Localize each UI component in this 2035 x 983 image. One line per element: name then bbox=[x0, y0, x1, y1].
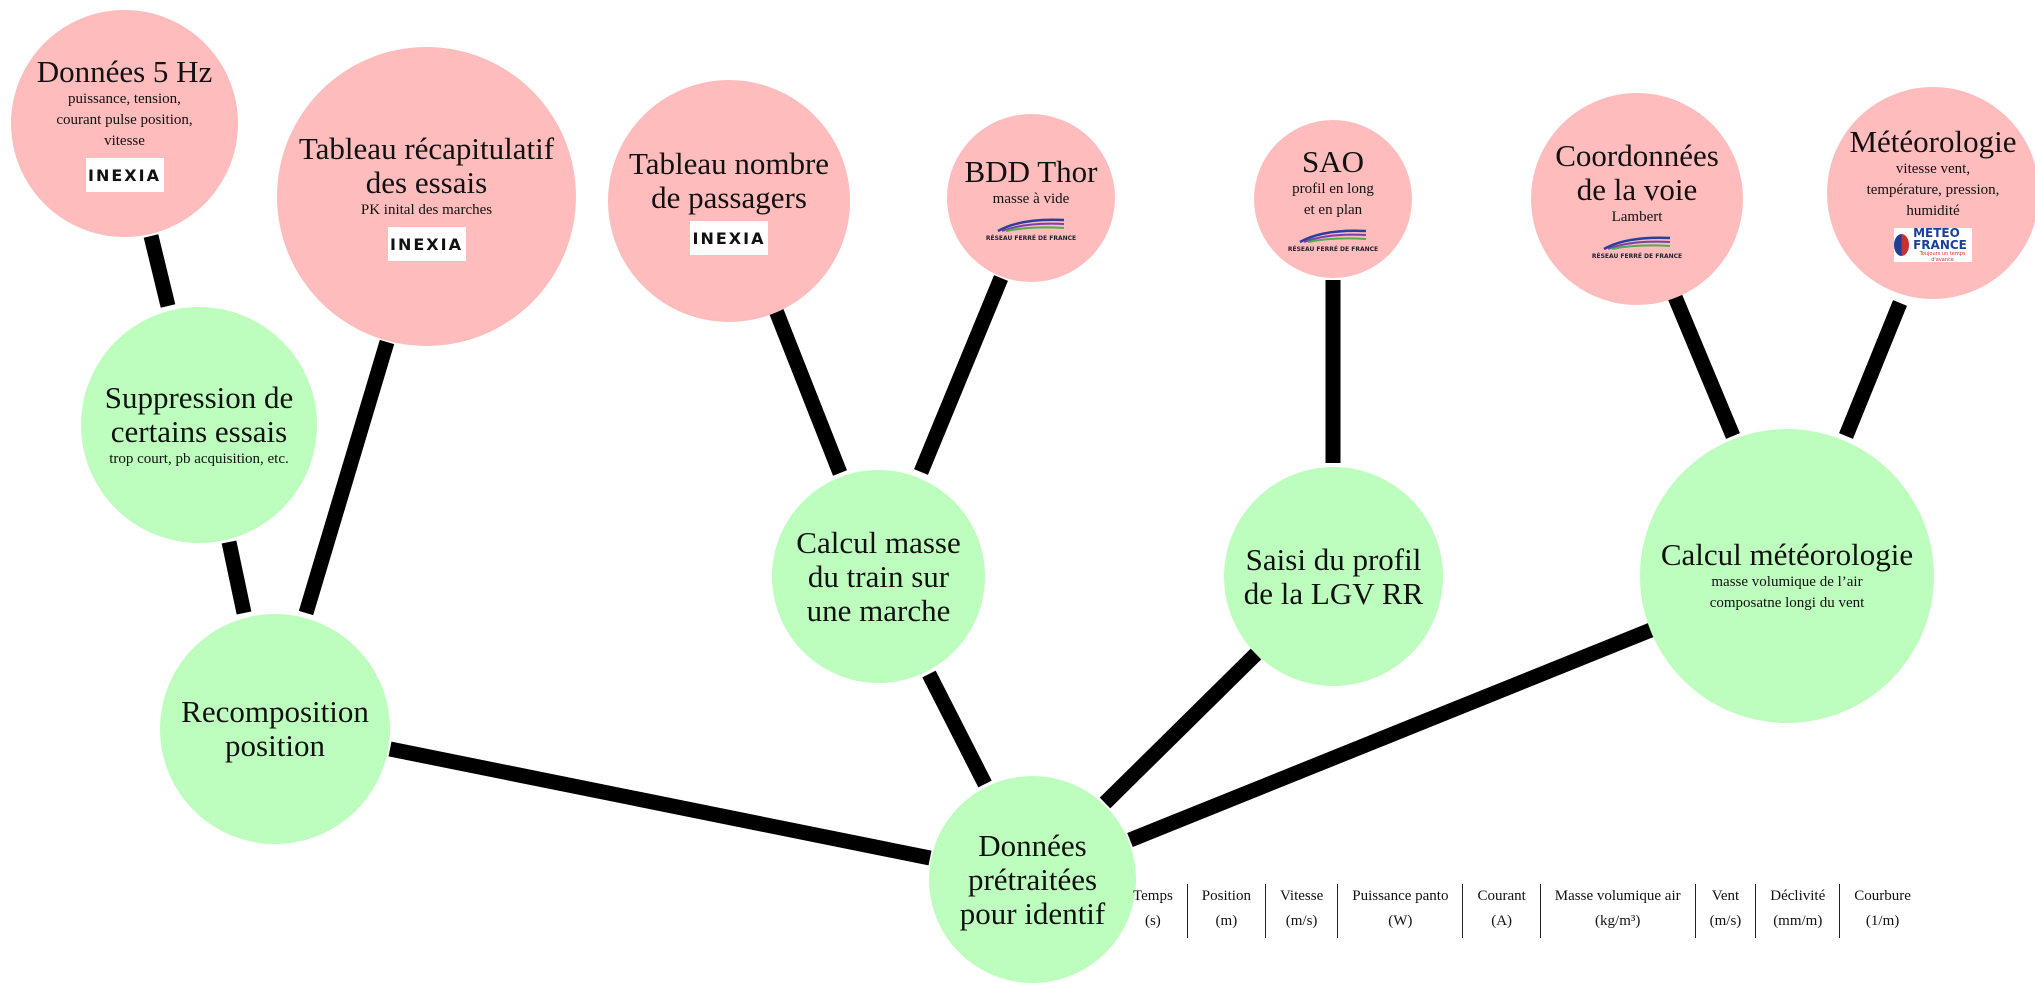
variable-unit: (W) bbox=[1388, 913, 1413, 929]
inexia-logo: INEXIA bbox=[690, 221, 768, 255]
variable-column-vitesse: Vitesse (m/s) bbox=[1264, 884, 1337, 938]
edge-calculmeteo-donnees bbox=[1127, 623, 1654, 847]
edge-passagers-calculmasse bbox=[768, 305, 847, 476]
node-title: Données prétraitées pour identif bbox=[959, 827, 1106, 931]
inexia-logo: INEXIA bbox=[85, 158, 164, 192]
variable-unit: (mm/m) bbox=[1773, 913, 1823, 929]
node-title: Recomposition position bbox=[181, 694, 369, 763]
rff-logo: RÉSEAU FERRÉ DE FRANCE bbox=[1592, 234, 1682, 260]
variable-name: Courant bbox=[1477, 888, 1526, 904]
node-title: Suppression de certains essais bbox=[104, 379, 294, 449]
meteo-france-disc-icon bbox=[1894, 233, 1910, 256]
node-title: Tableau nombre de passagers bbox=[628, 146, 830, 215]
variable-unit: (1/m) bbox=[1865, 913, 1900, 929]
node-title: Tableau récapitulatif des essais bbox=[298, 131, 555, 200]
variable-column-vent: Vent (m/s) bbox=[1694, 884, 1756, 938]
node-title: BDD Thor bbox=[964, 153, 1098, 189]
variable-column-position: Position (m) bbox=[1186, 884, 1265, 938]
node-suppression-essais: Suppression de certains essais trop cour… bbox=[81, 307, 317, 543]
node-title: Météorologie bbox=[1849, 123, 2017, 159]
node-donnees-pretraitees: Données prétraitées pour identif bbox=[929, 776, 1136, 983]
node-title: Calcul météorologie bbox=[1660, 537, 1914, 572]
inexia-logo: INEXIA bbox=[387, 227, 466, 261]
edge-coordonnees-calculmeteo bbox=[1668, 294, 1740, 439]
variable-unit: (m) bbox=[1215, 913, 1238, 929]
node-recomposition-position: Recomposition position bbox=[160, 614, 390, 844]
node-subtitle: Lambert bbox=[1611, 208, 1663, 225]
variable-unit: (m/s) bbox=[1285, 913, 1318, 929]
node-calcul-masse: Calcul masse du train sur une marche bbox=[772, 470, 985, 683]
edge-bddthor-calculmasse bbox=[914, 275, 1008, 475]
node-subtitle: vitesse vent, température, pression, hum… bbox=[1866, 160, 2000, 219]
variable-name: Puissance panto bbox=[1352, 888, 1449, 904]
node-subtitle: masse volumique de l’air composatne long… bbox=[1709, 574, 1865, 611]
variable-name: Courbure bbox=[1854, 888, 1911, 904]
variable-column-masse-volumique: Masse volumique air (kg/m³) bbox=[1539, 884, 1695, 938]
node-saisi-profil: Saisi du profil de la LGV RR bbox=[1224, 467, 1443, 686]
meteo-logo-line2: FRANCE bbox=[1913, 237, 1967, 252]
node-title: Coordonnées de la voie bbox=[1555, 137, 1719, 207]
node-title: SAO bbox=[1301, 144, 1364, 179]
node-subtitle: puissance, tension, courant pulse positi… bbox=[56, 91, 193, 149]
node-bdd-thor: BDD Thor masse à vide RÉSEAU FERRÉ DE FR… bbox=[947, 114, 1115, 282]
node-subtitle: PK inital des marches bbox=[360, 202, 493, 218]
variable-name: Position bbox=[1201, 888, 1251, 904]
variable-unit: (s) bbox=[1144, 913, 1161, 929]
edge-recomposition-donnees bbox=[388, 741, 932, 866]
node-subtitle: profil en long et en plan bbox=[1292, 181, 1374, 218]
node-coordonnees-voie: Coordonnées de la voie Lambert RÉSEAU FE… bbox=[1531, 93, 1743, 305]
rff-swoosh-icon bbox=[1299, 229, 1367, 244]
variable-column-puissance: Puissance panto (W) bbox=[1337, 884, 1462, 938]
rff-logo-text: RÉSEAU FERRÉ DE FRANCE bbox=[1591, 252, 1683, 260]
variable-unit: (kg/m³) bbox=[1595, 913, 1641, 929]
node-donnees-5hz: Données 5 Hz puissance, tension, courant… bbox=[11, 10, 238, 237]
edge-saisiprofil-donnees bbox=[1099, 648, 1262, 809]
variable-column-courant: Courant (A) bbox=[1462, 884, 1539, 938]
edge-meteo-calculmeteo bbox=[1839, 300, 1907, 439]
variable-column-courbure: Courbure (1/m) bbox=[1839, 884, 1925, 938]
rff-logo: RÉSEAU FERRÉ DE FRANCE bbox=[986, 216, 1076, 242]
variable-column-declivite: Déclivité (mm/m) bbox=[1755, 884, 1839, 938]
node-subtitle: masse à vide bbox=[992, 190, 1070, 207]
variable-name: Temps bbox=[1133, 888, 1173, 904]
node-sao: SAO profil en long et en plan RÉSEAU FER… bbox=[1254, 120, 1412, 278]
variable-unit: (m/s) bbox=[1709, 913, 1742, 929]
variables-table: Temps (s) Position (m) Vitesse (m/s) Pui… bbox=[1128, 884, 1925, 938]
variable-name: Masse volumique air bbox=[1554, 888, 1681, 904]
edge-tableaurecap-recomposition bbox=[298, 339, 395, 616]
meteo-logo-line1: METEO bbox=[1913, 225, 1960, 240]
node-title: Calcul masse du train sur une marche bbox=[796, 524, 961, 628]
node-tableau-passagers: Tableau nombre de passagers INEXIA bbox=[608, 80, 850, 322]
meteo-france-logo: METEO FRANCE Toujours un temps d'avance bbox=[1894, 225, 1972, 263]
rff-swoosh-icon bbox=[1603, 235, 1671, 250]
node-title: Données 5 Hz bbox=[36, 54, 213, 89]
node-subtitle: trop court, pb acquisition, etc. bbox=[109, 450, 289, 467]
rff-swoosh-icon bbox=[997, 217, 1065, 232]
edge-calculmasse-donnees bbox=[922, 670, 992, 788]
edge-donnees5hz-suppression bbox=[143, 234, 176, 308]
variable-name: Déclivité bbox=[1770, 888, 1826, 904]
edge-suppression-recomposition bbox=[221, 540, 252, 615]
variable-unit: (A) bbox=[1491, 913, 1513, 929]
node-meteorologie: Météorologie vitesse vent, température, … bbox=[1827, 87, 2035, 299]
rff-logo-text: RÉSEAU FERRÉ DE FRANCE bbox=[985, 234, 1077, 242]
variable-column-temps: Temps (s) bbox=[1128, 884, 1187, 938]
variable-name: Vent bbox=[1711, 888, 1740, 904]
rff-logo-text: RÉSEAU FERRÉ DE FRANCE bbox=[1287, 246, 1379, 253]
node-title: Saisi du profil de la LGV RR bbox=[1243, 541, 1424, 611]
variable-name: Vitesse bbox=[1279, 888, 1324, 904]
meteo-logo-tagline: Toujours un temps d'avance bbox=[1919, 250, 1966, 263]
rff-logo: RÉSEAU FERRÉ DE FRANCE bbox=[1288, 227, 1378, 253]
node-tableau-recapitulatif: Tableau récapitulatif des essais PK init… bbox=[277, 47, 576, 346]
node-calcul-meteorologie: Calcul météorologie masse volumique de l… bbox=[1640, 429, 1934, 723]
